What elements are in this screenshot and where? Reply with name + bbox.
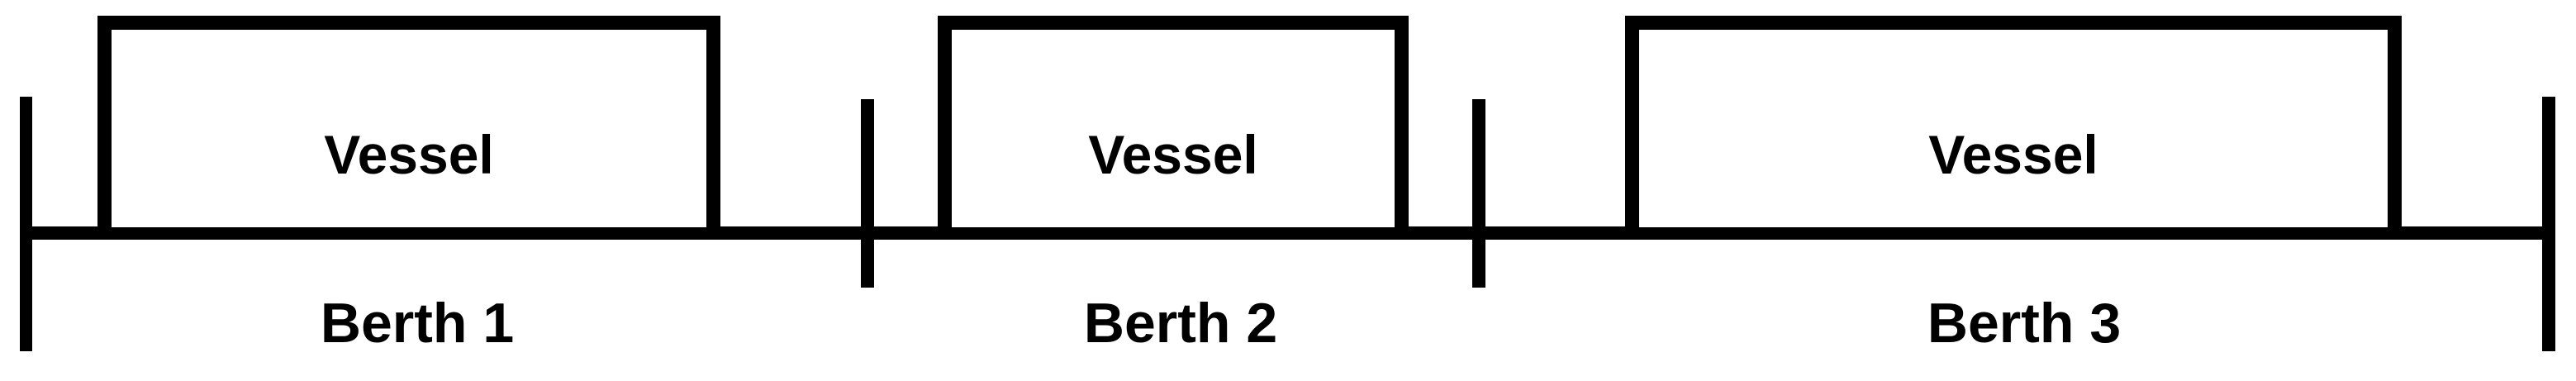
vessel-box-2: Vessel xyxy=(938,16,1409,227)
vessel-label-1: Vessel xyxy=(324,124,494,185)
berth-label-1: Berth 1 xyxy=(320,292,515,355)
vessel-box-3: Vessel xyxy=(1625,16,2402,227)
quay-start-tick xyxy=(20,97,32,351)
berth-label-2: Berth 2 xyxy=(1083,292,1278,355)
berth-divider-1-2-tick xyxy=(861,99,874,288)
vessel-label-3: Vessel xyxy=(1928,124,2098,185)
berth-divider-2-3-tick xyxy=(1472,99,1485,288)
quay-line xyxy=(20,226,2555,240)
berth-label-3: Berth 3 xyxy=(1927,292,2122,355)
vessel-label-2: Vessel xyxy=(1088,124,1258,185)
vessel-box-1: Vessel xyxy=(97,16,720,227)
quay-end-tick xyxy=(2542,97,2555,351)
